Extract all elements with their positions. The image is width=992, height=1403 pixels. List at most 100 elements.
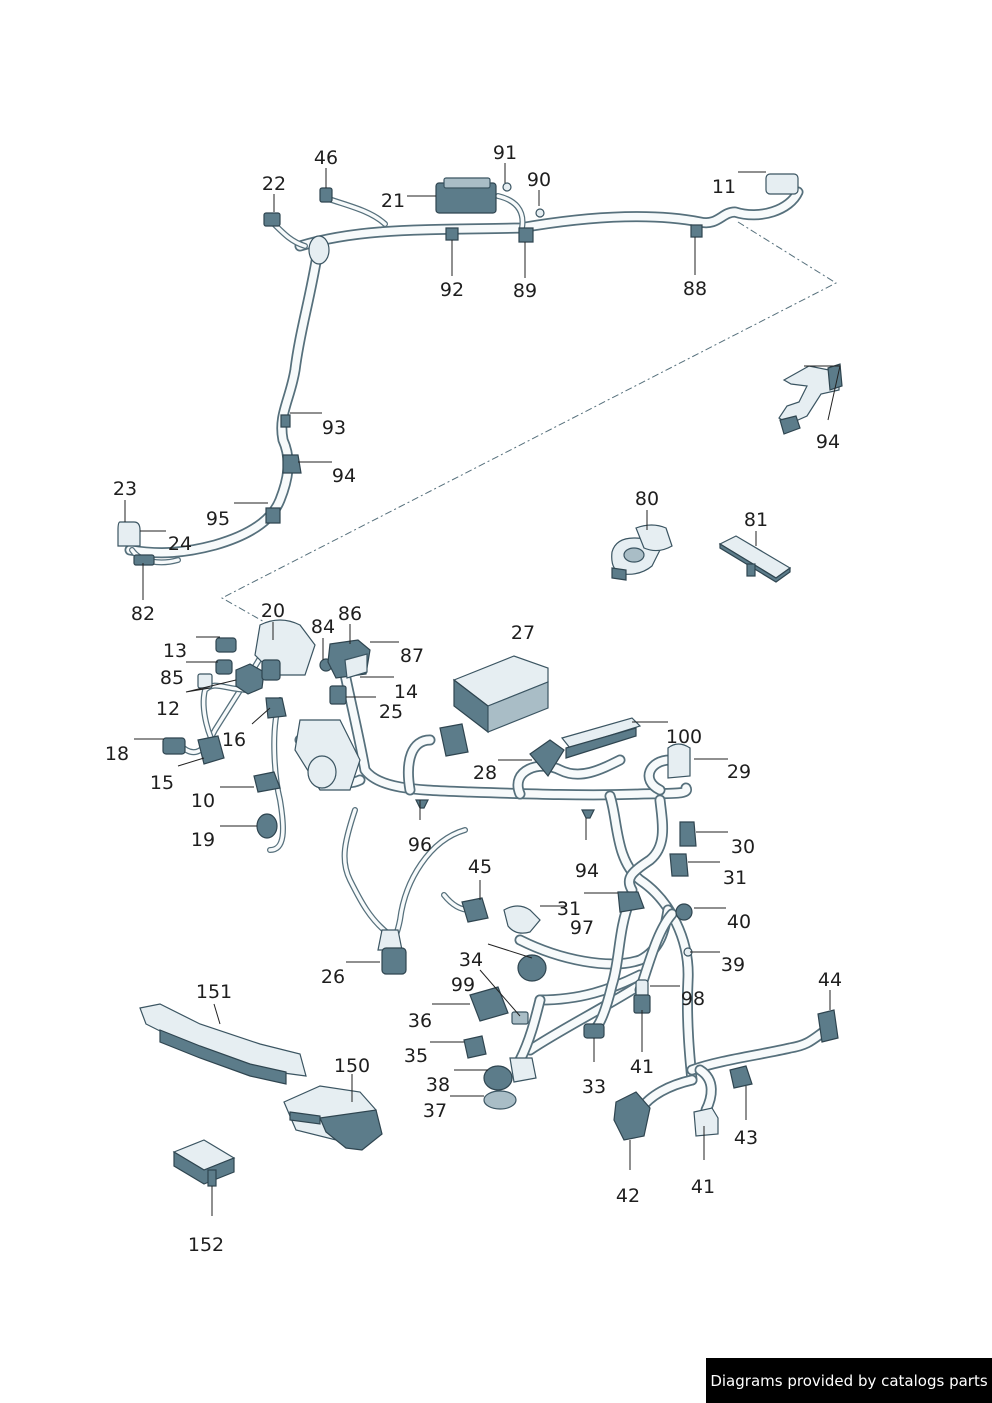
callout-label-152: 152	[188, 1234, 224, 1256]
callout-label-96: 96	[408, 834, 432, 856]
callout-label-46: 46	[314, 147, 338, 169]
callout-label-150: 150	[334, 1055, 370, 1077]
callout-label-31: 31	[723, 867, 747, 889]
upper-parts	[117, 173, 799, 566]
callout-label-90: 90	[527, 169, 551, 191]
part-82-sleeve	[133, 554, 155, 566]
part-14-connector	[329, 685, 347, 705]
part-46-connector	[319, 187, 333, 203]
callout-label-18: 18	[105, 743, 129, 765]
callout-label-24: 24	[168, 533, 192, 555]
callout-label-20: 20	[261, 600, 285, 622]
part-91-grommet	[502, 182, 512, 192]
callout-label-42: 42	[616, 1185, 640, 1207]
callout-label-91: 91	[493, 142, 517, 164]
part-94-clip	[282, 454, 302, 474]
part-12-clip	[197, 673, 213, 689]
part-38-connector	[483, 1065, 513, 1091]
callout-label-80: 80	[635, 488, 659, 510]
part-16-connector	[265, 697, 287, 719]
callout-label-93: 93	[322, 417, 346, 439]
part-80-clip	[611, 524, 673, 581]
callout-label-16: 16	[222, 729, 246, 751]
part-18-connector	[162, 737, 186, 755]
part-90-grommet	[535, 208, 545, 218]
callout-label-85: 85	[160, 667, 184, 689]
part-93-clip	[280, 414, 291, 428]
callout-label-29: 29	[727, 761, 751, 783]
callout-label-11: 11	[712, 176, 736, 198]
callout-label-98: 98	[681, 988, 705, 1010]
callout-label-28: 28	[473, 762, 497, 784]
part-26-sensor	[381, 947, 407, 975]
part-96-pin	[415, 799, 429, 809]
part-22-connector	[263, 212, 281, 227]
part-151-bracket	[139, 1003, 307, 1085]
callout-label-43: 43	[734, 1127, 758, 1149]
part-41-connector	[693, 1107, 719, 1137]
part-36-connector	[469, 986, 509, 1022]
callout-label-41: 41	[630, 1056, 654, 1078]
callout-label-12: 12	[156, 698, 180, 720]
part-33-connector	[583, 1023, 605, 1039]
callout-label-19: 19	[191, 829, 215, 851]
part-31-elbow	[503, 905, 541, 934]
callout-label-82: 82	[131, 603, 155, 625]
callout-label-40: 40	[727, 911, 751, 933]
part-35-connector	[463, 1035, 487, 1059]
reference-dashdot-line	[220, 221, 838, 633]
part-92-clip	[445, 227, 459, 241]
callout-label-13: 13	[163, 640, 187, 662]
part-100-bracket	[560, 717, 642, 749]
part-34-connector	[517, 954, 547, 982]
callout-label-89: 89	[513, 280, 537, 302]
callout-label-26: 26	[321, 966, 345, 988]
part-99-plug	[511, 1011, 529, 1025]
callout-label-94: 94	[332, 465, 356, 487]
main-parts	[162, 619, 839, 1141]
callout-label-33: 33	[582, 1076, 606, 1098]
part-19-connector	[256, 813, 278, 839]
part-11-connector	[765, 173, 799, 195]
callout-label-87: 87	[400, 645, 424, 667]
callout-label-100: 100	[666, 726, 702, 748]
part-97-connector	[617, 891, 645, 913]
part-94-pin	[581, 809, 595, 819]
callout-label-99: 99	[451, 974, 475, 996]
part-89-clip	[518, 227, 534, 243]
callout-label-30: 30	[731, 836, 755, 858]
callout-label-81: 81	[744, 509, 768, 531]
callout-label-97: 97	[570, 917, 594, 939]
callout-label-36: 36	[408, 1010, 432, 1032]
callout-label-25: 25	[379, 701, 403, 723]
callout-label-88: 88	[683, 278, 707, 300]
part-10-connector	[253, 771, 281, 793]
callout-label-92: 92	[440, 279, 464, 301]
callout-label-41: 41	[691, 1176, 715, 1198]
harness-clip-block	[509, 1057, 537, 1083]
leader-lines	[124, 163, 841, 1216]
part-45-connector	[461, 897, 489, 923]
part-15-connector	[197, 735, 225, 765]
callout-label-38: 38	[426, 1074, 450, 1096]
part-23-connector	[117, 521, 141, 547]
part-152-bracket	[172, 1139, 236, 1187]
part-12-connector	[235, 663, 265, 695]
callout-label-14: 14	[394, 681, 418, 703]
part-44-connector	[817, 1009, 839, 1043]
callout-label-45: 45	[468, 856, 492, 878]
callout-label-31: 31	[557, 898, 581, 920]
callout-label-86: 86	[338, 603, 362, 625]
callout-label-94: 94	[816, 431, 840, 453]
part-37-cap	[483, 1090, 517, 1110]
part-42-connector	[613, 1091, 651, 1141]
callout-label-37: 37	[423, 1100, 447, 1122]
callout-label-23: 23	[113, 478, 137, 500]
part-26-sensor-body	[377, 929, 403, 951]
callout-label-21: 21	[381, 190, 405, 212]
callout-label-34: 34	[459, 949, 483, 971]
part-31-connector	[669, 853, 689, 877]
part-85-connector	[215, 659, 233, 675]
